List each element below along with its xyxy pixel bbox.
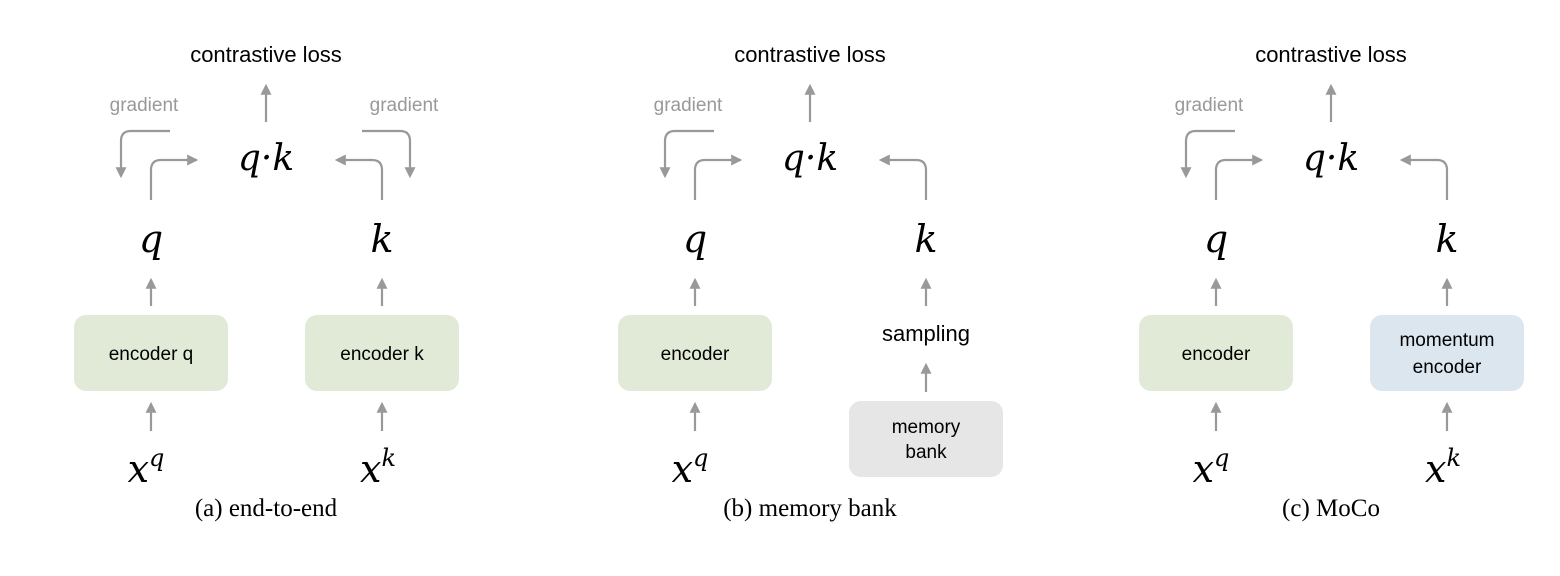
encoder-q-label: encoder q [109, 344, 194, 365]
xq-label: xq [672, 444, 709, 491]
encoder-q-box [74, 315, 228, 391]
gradient-label-right: gradient [370, 95, 439, 116]
encoder-box [618, 315, 772, 391]
q-label: q [1204, 217, 1228, 261]
gradient-label-left: gradient [654, 95, 723, 116]
dot-product-label: q·k [238, 138, 294, 179]
gradient-arrow-right [362, 129, 416, 179]
gradient-arrow-left [659, 129, 714, 179]
dot-product-label: q·k [782, 138, 838, 179]
encoder-label: encoder [1182, 344, 1251, 365]
encoder-label: encoder [661, 344, 730, 365]
memory-bank-label-line1: memory [892, 417, 961, 438]
q-label: q [139, 217, 163, 261]
gradient-arrow-left [115, 129, 170, 179]
caption-end-to-end: (a) end-to-end [195, 495, 338, 522]
q-label: q [683, 217, 707, 261]
dot-product-label: q·k [1303, 138, 1359, 179]
xq-label: xq [128, 444, 165, 491]
caption-moco: (c) MoCo [1282, 495, 1380, 522]
momentum-encoder-box [1370, 315, 1524, 391]
k-label: k [1435, 217, 1458, 261]
gradient-label-left: gradient [110, 95, 179, 116]
contrastive-loss-label: contrastive loss [734, 42, 886, 67]
memory-bank-label-line2: bank [905, 442, 947, 463]
k-label: k [914, 217, 937, 261]
xk-label: xk [1425, 444, 1461, 491]
gradient-arrow-left [1180, 129, 1235, 179]
contrastive-loss-label: contrastive loss [1255, 42, 1407, 67]
momentum-encoder-label-line2: encoder [1413, 357, 1482, 378]
panel-end-to-end: contrastive loss gradient gradient q·k q… [74, 42, 459, 522]
q-to-dot-arrow [149, 154, 199, 200]
memory-bank-box [849, 401, 1003, 477]
encoder-box [1139, 315, 1293, 391]
k-label: k [370, 217, 393, 261]
encoder-k-box [305, 315, 459, 391]
caption-memory-bank: (b) memory bank [723, 495, 897, 522]
k-to-dot-arrow [334, 154, 384, 200]
contrastive-loss-label: contrastive loss [190, 42, 342, 67]
k-to-dot-arrow [1399, 154, 1449, 200]
sampling-label: sampling [882, 321, 970, 346]
gradient-label-left: gradient [1175, 95, 1244, 116]
xq-label: xq [1193, 444, 1230, 491]
encoder-k-label: encoder k [340, 344, 424, 365]
panel-memory-bank: contrastive loss gradient q·k q k encode… [618, 42, 1003, 522]
k-to-dot-arrow [878, 154, 928, 200]
xk-label: xk [360, 444, 396, 491]
momentum-encoder-label-line1: momentum [1399, 330, 1494, 351]
q-to-dot-arrow [1214, 154, 1264, 200]
panel-moco: contrastive loss gradient q·k q k encode… [1139, 42, 1524, 522]
q-to-dot-arrow [693, 154, 743, 200]
